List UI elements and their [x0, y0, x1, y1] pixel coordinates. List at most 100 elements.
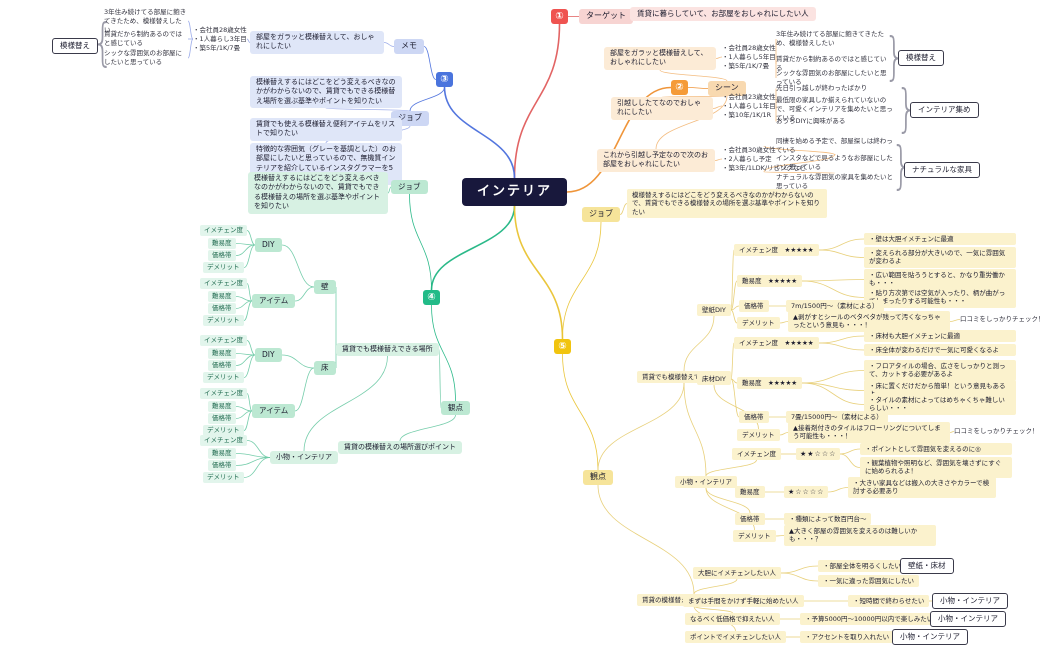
- wall-item-demerit[interactable]: デメリット: [203, 315, 244, 326]
- komono5[interactable]: 小物・インテリア: [675, 476, 737, 488]
- wall-item-kakaku[interactable]: 価格帯: [208, 303, 236, 314]
- kabegami-demerit-check[interactable]: 口コミをしっかりチェック！: [960, 315, 1045, 323]
- floor-diy-imechen[interactable]: イメチェン度: [200, 335, 247, 346]
- komono5-nanido-note[interactable]: ・大きい家具などは搬入の大きさやカラーで検討する必要あり: [848, 477, 996, 498]
- point-3-note[interactable]: ・予算5000円〜10000円以内で楽しみたい: [800, 613, 939, 625]
- memo-text[interactable]: 部屋をガラッと模様替えして、おしゃれにしたい: [250, 31, 384, 54]
- point-1-note-2[interactable]: ・一気に違った雰囲気にしたい: [818, 575, 919, 587]
- scene-2-tag[interactable]: インテリア集め: [910, 102, 979, 119]
- scene-1[interactable]: 部屋をガラッと模様替えして、おしゃれにしたい: [604, 47, 716, 70]
- scene-3[interactable]: これから引越し予定なので次のお部屋をおしゃれにしたい: [597, 149, 715, 172]
- komono4-imechen[interactable]: イメチェン度: [200, 435, 247, 446]
- wall-item-nanido[interactable]: 難易度: [208, 291, 236, 302]
- job3-text-1[interactable]: 模様替えするにはどこをどう変えるべきなのかがわからないので、賃貸でもできる模様替…: [250, 76, 402, 109]
- wall-diy-imechen[interactable]: イメチェン度: [200, 225, 247, 236]
- kabe-label[interactable]: 壁: [314, 280, 336, 295]
- scene-2[interactable]: 引越ししたてなのでおしゃれにしたい: [611, 97, 713, 120]
- scene-1-note-3[interactable]: シックな雰囲気のお部屋にしたいと思っている: [776, 69, 887, 86]
- wall-item[interactable]: アイテム: [252, 294, 296, 309]
- basho5[interactable]: 賃貸でも模様替えできる場所: [637, 371, 732, 383]
- memo-note-3[interactable]: シックな雰囲気のお部屋にしたいと思っている: [104, 49, 182, 66]
- floor-diy-demerit[interactable]: デメリット: [203, 372, 244, 383]
- komono4-kakaku[interactable]: 価格帯: [208, 460, 236, 471]
- target-text[interactable]: 賃貸に暮らしていて、お部屋をおしゃれにしたい人: [630, 7, 816, 22]
- floor-diy[interactable]: DIY: [255, 348, 282, 363]
- scene-3-profile[interactable]: ・会社員30歳女性 ・2人暮らし予定 ・築3年/1LDK/リビングなど: [722, 146, 807, 172]
- kabegami-nanido[interactable]: 難易度 ★★★★★: [737, 275, 803, 287]
- scene-2-note-3[interactable]: おうちDIYに興味がある: [776, 117, 846, 125]
- point-2-tag[interactable]: 小物・インテリア: [932, 593, 1008, 610]
- scene-1-tag[interactable]: 模様替え: [898, 50, 944, 67]
- scene-2-note-1[interactable]: 先日引っ越しが終わったばかり: [776, 84, 868, 92]
- komono4-nanido[interactable]: 難易度: [208, 448, 236, 459]
- kabegami-imechen-note-2[interactable]: ・変えられる部分が大きいので、一気に雰囲気が変わるよ: [864, 247, 1016, 268]
- yukazai-imechen-note-2[interactable]: ・床全体が変わるだけで一気に可愛くなるよ: [864, 344, 1016, 356]
- point-3[interactable]: なるべく低価格で抑えたい人: [685, 613, 780, 625]
- point-1-note-1[interactable]: ・部屋全体を明るくしたい: [818, 560, 906, 572]
- marker-4[interactable]: ④: [423, 290, 440, 305]
- memo-profile[interactable]: ・会社員28歳女性 ・1人暮らし3年目 ・築5年/1K/7畳: [193, 26, 247, 52]
- komono5-imechen-stars[interactable]: ★★☆☆☆: [796, 448, 841, 461]
- center[interactable]: インテリア: [462, 178, 568, 206]
- komono5-kakaku-value[interactable]: ・種類によって数百円台〜: [784, 513, 872, 525]
- job4-label[interactable]: ジョブ: [391, 180, 428, 195]
- kanten4-label[interactable]: 観点: [441, 401, 470, 416]
- floor-diy-kakaku[interactable]: 価格帯: [208, 360, 236, 371]
- yuka-label[interactable]: 床: [314, 361, 336, 376]
- kabegami-nanido-note-1[interactable]: ・広い範囲を貼ろうとすると、かなり重労働かも・・・: [864, 269, 1016, 290]
- wall-diy-kakaku[interactable]: 価格帯: [208, 250, 236, 261]
- komono5-demerit-note[interactable]: ▲大きく部屋の雰囲気を変えるのは難しいかも・・・？: [784, 525, 936, 546]
- yukazai-demerit-check[interactable]: 口コミをしっかりチェック！: [954, 427, 1039, 435]
- point-2-note[interactable]: ・短時間で終わらせたい: [848, 595, 930, 607]
- yukazai-kakaku-value[interactable]: 7畳/15000円〜（素材による）: [786, 411, 888, 423]
- floor-item-nanido[interactable]: 難易度: [208, 401, 236, 412]
- komono5-nanido-stars[interactable]: ★☆☆☆☆: [784, 486, 829, 499]
- komono4-label[interactable]: 小物・インテリア: [270, 451, 338, 465]
- scene-3-note-1[interactable]: 同棲を始める予定で、部屋探しは終わっている: [776, 137, 893, 154]
- scene-label[interactable]: シーン: [708, 81, 746, 96]
- scene-1-profile[interactable]: ・会社員28歳女性 ・1人暮らし5年目 ・築5年/1K/7畳: [722, 44, 776, 70]
- point-2[interactable]: まずは手間をかけず手軽に始めたい人: [683, 595, 804, 607]
- yukazai-imechen[interactable]: イメチェン度 ★★★★★: [734, 337, 819, 349]
- point-4[interactable]: ポイントでイメチェンしたい人: [685, 631, 786, 643]
- yukazai-diy[interactable]: 床材DIY: [697, 373, 731, 385]
- point-3-tag[interactable]: 小物・インテリア: [930, 611, 1006, 628]
- kabegami-diy[interactable]: 壁紙DIY: [697, 304, 731, 316]
- komono5-nanido[interactable]: 難易度: [735, 486, 765, 498]
- wall-item-imechen[interactable]: イメチェン度: [200, 278, 247, 289]
- basho4[interactable]: 賃貸でも模様替えできる場所: [336, 343, 439, 357]
- marker-2[interactable]: ②: [671, 80, 688, 95]
- point-4-tag[interactable]: 小物・インテリア: [892, 629, 968, 646]
- memo-note-2[interactable]: 賃貸だから制約あるのではと感じている: [104, 30, 182, 47]
- floor-item-imechen[interactable]: イメチェン度: [200, 388, 247, 399]
- kabegami-demerit[interactable]: デメリット: [737, 317, 780, 329]
- job3-text-2[interactable]: 賃貸でも使える模様替え便利アイテムをリストで知りたい: [250, 118, 402, 141]
- kabegami-kakaku-value[interactable]: 7m/1500円〜（素材による）: [786, 300, 884, 312]
- komono5-demerit[interactable]: デメリット: [733, 530, 776, 542]
- wall-diy[interactable]: DIY: [255, 238, 282, 253]
- wall-diy-demerit[interactable]: デメリット: [203, 262, 244, 273]
- kabegami-imechen-note-1[interactable]: ・壁は大胆イメチェンに最適: [864, 233, 1016, 245]
- marker-5[interactable]: ⑤: [554, 339, 571, 354]
- marker-3[interactable]: ③: [436, 72, 453, 87]
- komono5-imechen-note-1[interactable]: ・ポイントとして雰囲気を変えるのに◎: [860, 443, 1012, 455]
- komono5-imechen-note-2[interactable]: ・観葉植物や照明など、雰囲気を壊さずにすぐに始められるよ！: [860, 457, 1012, 478]
- scene-2-note-2[interactable]: 最低限の家具しか揃えられていないので、可愛くインテリアを集めたいと思っている: [776, 96, 893, 122]
- kabegami-nanido-note-2[interactable]: ・貼り方次第では空気が入ったり、柄が曲がってしまったりする可能性も・・・: [864, 287, 1016, 308]
- yukazai-demerit[interactable]: デメリット: [737, 429, 780, 441]
- wall-diy-nanido[interactable]: 難易度: [208, 238, 236, 249]
- scene-3-note-3[interactable]: ナチュラルな雰囲気の家具を集めたいと思っている: [776, 173, 893, 190]
- scene-1-note-2[interactable]: 賃貸だから制約あるのではと感じている: [776, 55, 887, 72]
- komono5-kakaku[interactable]: 価格帯: [735, 513, 765, 525]
- scene-3-note-2[interactable]: インスタなどで見るようなお部屋にしたいと思っている: [776, 154, 893, 171]
- target-label[interactable]: ターゲット: [579, 9, 633, 24]
- point-1[interactable]: 大胆にイメチェンしたい人: [693, 567, 781, 579]
- scene-3-tag[interactable]: ナチュラルな家具: [904, 162, 980, 179]
- point-4-note[interactable]: ・アクセントを取り入れたい: [800, 631, 895, 643]
- kanten5-label[interactable]: 観点: [583, 470, 613, 485]
- floor-diy-nanido[interactable]: 難易度: [208, 348, 236, 359]
- yukazai-kakaku[interactable]: 価格帯: [739, 411, 769, 423]
- floor-item-demerit[interactable]: デメリット: [203, 425, 244, 436]
- yukazai-imechen-note-1[interactable]: ・床材も大胆イメチェンに最適: [864, 330, 1016, 342]
